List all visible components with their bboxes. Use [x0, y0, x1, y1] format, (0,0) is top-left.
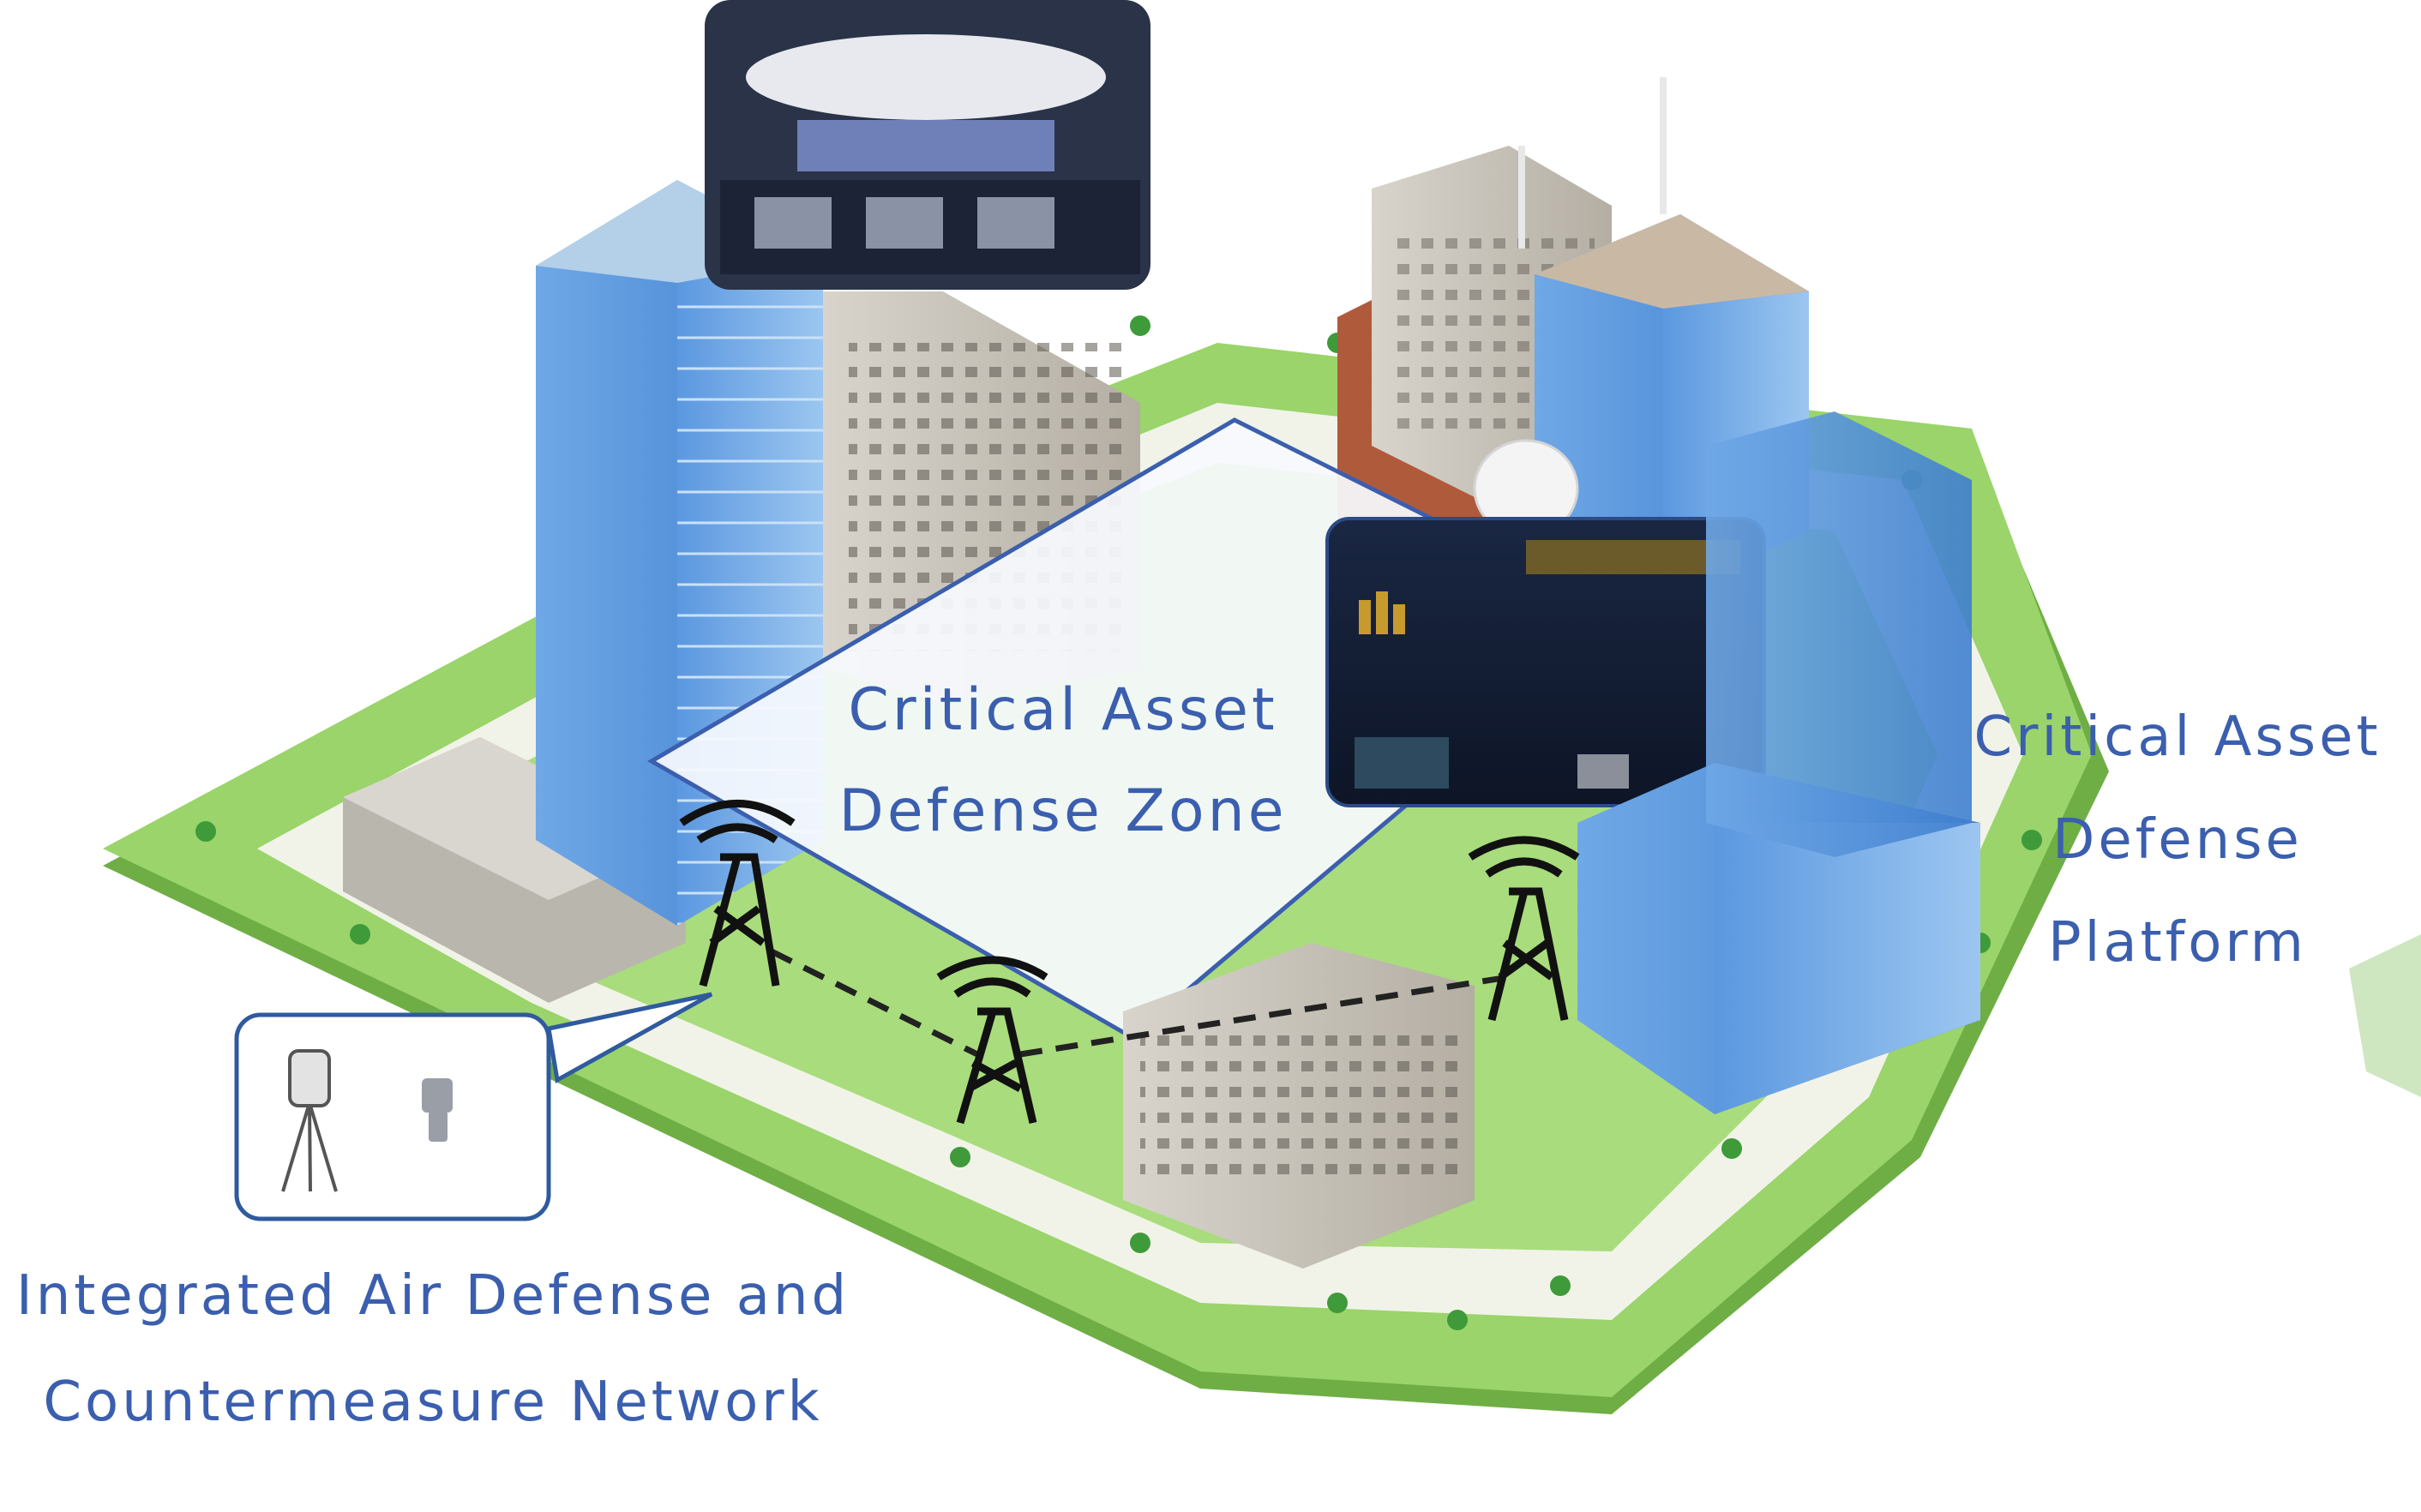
defense-platform-screen	[1325, 517, 1766, 807]
radio-tower-2	[936, 956, 1048, 1125]
tree-icon	[195, 821, 216, 842]
defense-zone-label: Critical Asset Defense Zone	[823, 660, 1303, 862]
defense-platform-label: Critical Asset Defense Platform	[1946, 686, 2409, 994]
tree-icon	[1327, 1293, 1348, 1313]
defense-platform-label-line1: Critical Asset	[1973, 705, 2382, 769]
tree-icon	[1550, 1275, 1571, 1296]
control-room-image	[705, 0, 1150, 290]
tree-icon	[2022, 830, 2042, 850]
radio-tower-icon	[1468, 836, 1580, 878]
air-defense-network-label: Integrated Air Defense and Countermeasur…	[9, 1243, 857, 1455]
defense-zone-label-line2: Defense Zone	[838, 777, 1288, 845]
network-links	[770, 948, 1510, 1058]
tree-icon	[350, 924, 370, 945]
jammer-device-icon	[422, 1078, 453, 1142]
radio-tower-3	[1468, 836, 1580, 1022]
radio-tower-1	[679, 800, 796, 987]
defense-zone-label-line1: Critical Asset	[848, 676, 1278, 744]
tree-icon	[1447, 1310, 1468, 1330]
radar-sensor-icon	[281, 1049, 338, 1192]
defense-platform-label-line3: Platform	[2048, 911, 2307, 975]
defense-platform-label-line2: Defense	[2052, 808, 2303, 872]
glass-building-front-right	[1577, 411, 1980, 1114]
sensor-callout	[234, 992, 713, 1221]
tree-icon	[1721, 1138, 1742, 1159]
radio-tower-icon	[679, 800, 796, 843]
tree-icon	[1130, 315, 1150, 336]
tree-icon	[950, 1147, 970, 1167]
antenna-tower-right	[1518, 77, 1667, 249]
air-defense-network-label-line1: Integrated Air Defense and	[15, 1264, 850, 1328]
air-defense-network-label-line2: Countermeasure Network	[43, 1371, 823, 1434]
radio-tower-icon	[936, 956, 1048, 998]
tree-icon	[1130, 1233, 1150, 1253]
